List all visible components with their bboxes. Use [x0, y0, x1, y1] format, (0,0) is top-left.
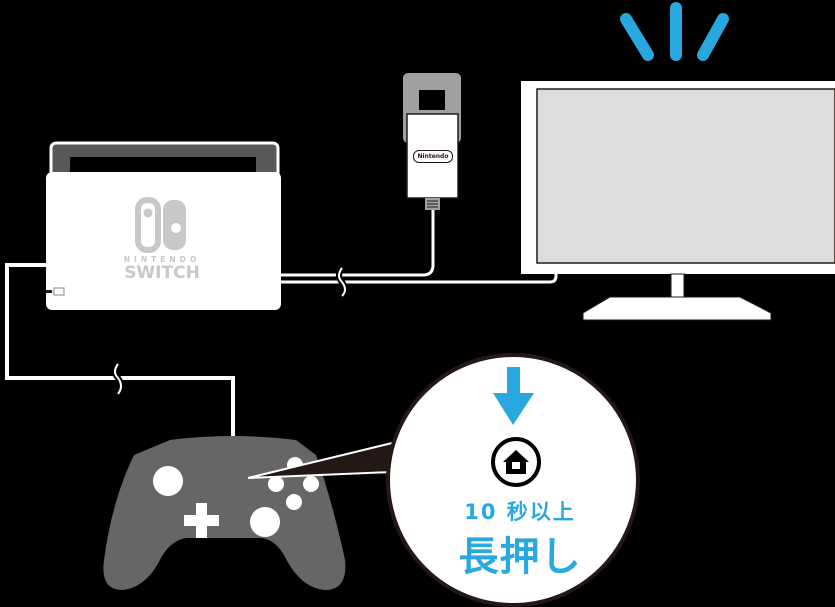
cable-dock-to-controller [5, 263, 235, 440]
left-stick [153, 466, 183, 496]
tv [521, 81, 835, 321]
tv-signal-icon [620, 2, 729, 61]
ac-adapter [403, 73, 461, 210]
hold-duration-text: 10 秒以上 [464, 500, 576, 524]
dock-brand-line2: SWITCH [124, 263, 200, 283]
button-y [268, 476, 284, 492]
right-stick [250, 507, 280, 537]
wired-controller [103, 436, 346, 590]
switch-dock [46, 141, 281, 310]
button-a [303, 476, 319, 492]
hdmi-port-icon [53, 287, 65, 296]
button-b [286, 494, 302, 510]
adapter-brand-label: Nintendo [413, 150, 453, 163]
dpad [184, 503, 219, 538]
hold-action-text: 長押し [458, 534, 582, 580]
down-arrow-icon [493, 367, 534, 425]
cable-dock-to-tv [280, 208, 558, 284]
dock-brand-line1: NINTENDO [123, 255, 201, 264]
switch-logo-left [135, 197, 161, 253]
home-button-icon [491, 437, 541, 487]
